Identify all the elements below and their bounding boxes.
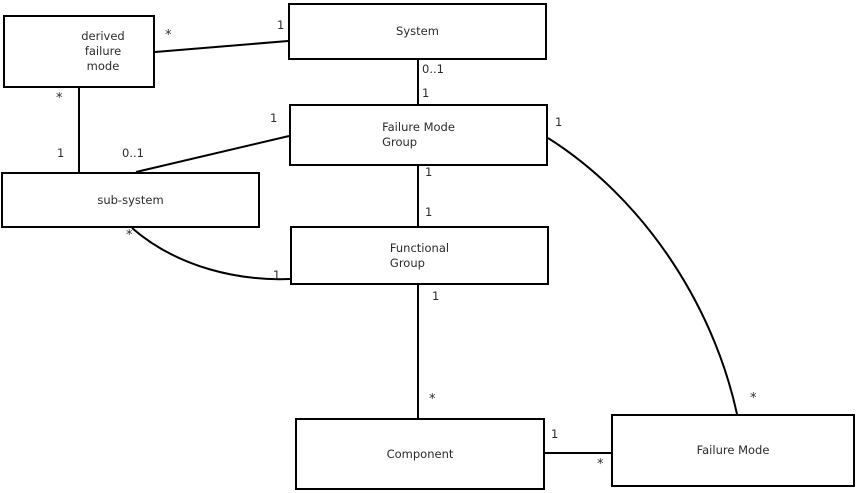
multiplicity-label: 1	[422, 86, 430, 100]
class-label-failure-mode-group: Failure Mode Group	[382, 120, 455, 149]
multiplicity-label: 0..1	[122, 146, 144, 160]
class-box-sub-system[interactable]: sub-system	[1, 172, 260, 228]
class-box-system[interactable]: System	[288, 3, 547, 60]
multiplicity-label: 0..1	[422, 62, 444, 76]
multiplicity-label: *	[429, 392, 436, 407]
multiplicity-label: *	[126, 228, 133, 243]
class-label-system: System	[396, 24, 439, 38]
multiplicity-label: 1	[555, 115, 563, 129]
class-box-component[interactable]: Component	[295, 418, 545, 490]
association-edge-dfm-system	[154, 40, 289, 53]
multiplicity-label: *	[750, 391, 757, 406]
class-label-derived-failure-mode: derived failure mode	[81, 29, 125, 73]
multiplicity-label: 1	[432, 289, 440, 303]
association-edge-subsystem-fmg	[135, 135, 290, 173]
class-box-failure-mode[interactable]: Failure Mode	[611, 414, 855, 487]
multiplicity-label: 1	[270, 111, 278, 125]
class-box-failure-mode-group[interactable]: Failure Mode Group	[289, 104, 548, 166]
multiplicity-label: *	[165, 28, 172, 43]
association-edge-fmg-fm	[547, 137, 738, 415]
multiplicity-label: *	[597, 457, 604, 472]
class-label-component: Component	[386, 446, 454, 461]
multiplicity-label: 1	[273, 268, 281, 282]
class-box-derived-failure-mode[interactable]: derived failure mode	[3, 15, 155, 88]
multiplicity-label: 1	[57, 146, 65, 160]
multiplicity-label: *	[56, 91, 63, 106]
class-label-failure-mode: Failure Mode	[696, 443, 770, 457]
class-label-sub-system: sub-system	[97, 192, 164, 207]
class-box-functional-group[interactable]: Functional Group	[290, 226, 549, 285]
multiplicity-label: 1	[551, 427, 559, 441]
multiplicity-label: 1	[277, 18, 285, 32]
multiplicity-label: 1	[425, 205, 433, 219]
multiplicity-label: 1	[425, 165, 433, 179]
association-edge-subsystem-fg	[131, 227, 291, 281]
class-label-functional-group: Functional Group	[389, 240, 450, 270]
